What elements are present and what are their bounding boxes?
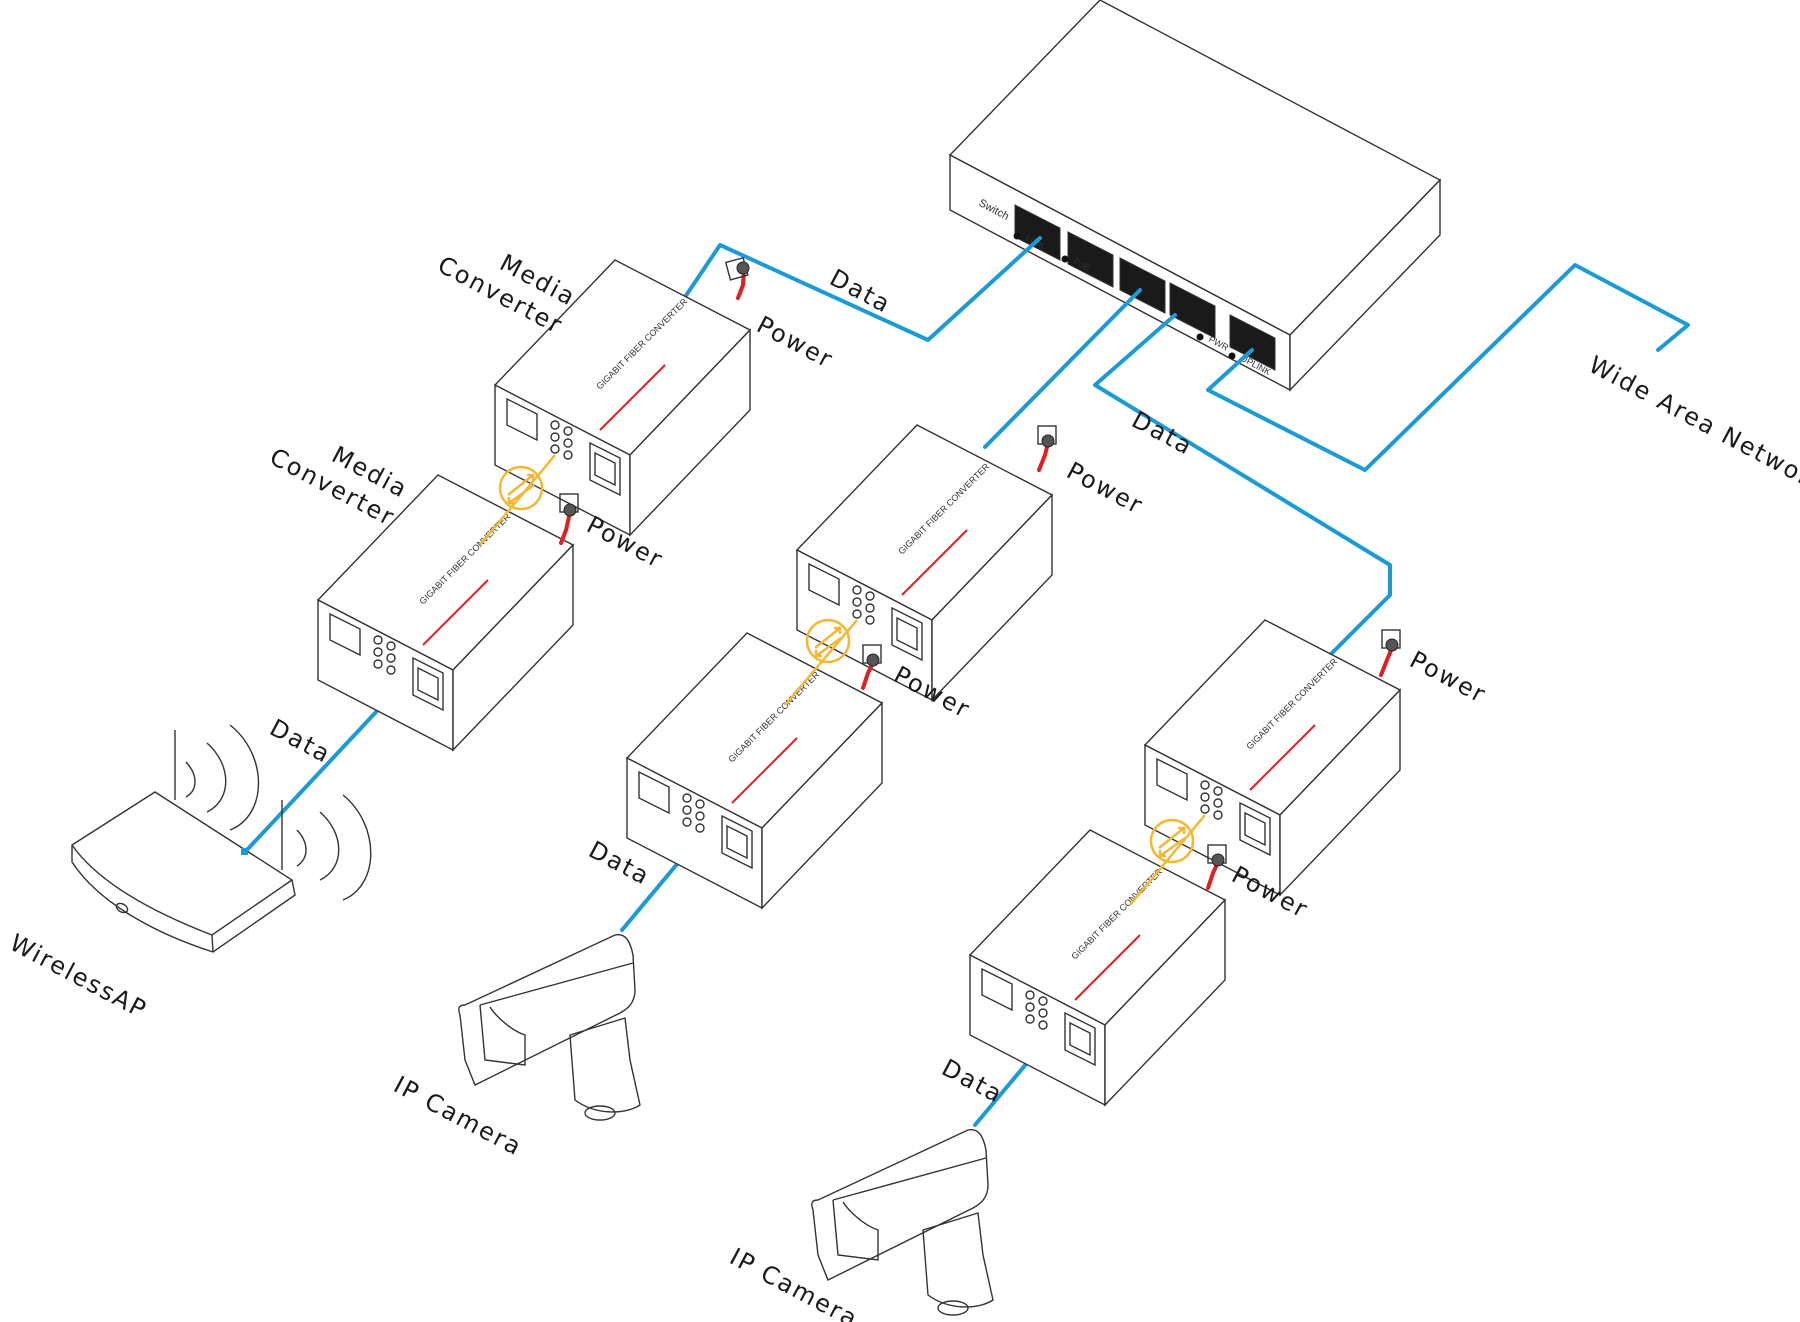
media-converter-2 <box>317 474 574 751</box>
data-link-switch-to-mc1 <box>681 236 1042 342</box>
data-link-switch-to-mc5 <box>1093 313 1392 657</box>
uplink-led <box>1228 352 1236 360</box>
label-data-ap: Data <box>265 714 336 769</box>
label-power-3: Power <box>1062 457 1148 520</box>
fiber-link-3 <box>1129 814 1206 906</box>
ip-camera-2 <box>811 1128 994 1316</box>
label-ip-camera-1: IP Camera <box>389 1071 527 1162</box>
link-led <box>1013 232 1021 240</box>
label-wireless-ap: WirelessAP <box>5 929 152 1025</box>
power-socket-5 <box>1379 629 1401 677</box>
switch-port-2[interactable] <box>1067 231 1114 288</box>
label-power-1: Power <box>752 311 838 374</box>
switch-port-1[interactable] <box>1014 204 1061 261</box>
power-socket-3 <box>1037 425 1057 472</box>
power-socket-4 <box>861 644 882 690</box>
wireless-ap <box>71 724 372 953</box>
fiber-link-2 <box>784 618 858 706</box>
label-data-cam2: Data <box>937 1054 1008 1109</box>
data-link-wan <box>1206 263 1690 472</box>
label-data-switch-mc5: Data <box>1127 406 1198 461</box>
media-converter-3 <box>796 424 1053 701</box>
power-socket-1 <box>724 256 750 300</box>
ap-data-port <box>241 848 248 855</box>
label-power-5: Power <box>1405 646 1491 709</box>
poe-led <box>1061 255 1069 263</box>
media-converter-5 <box>1144 619 1401 896</box>
media-converter-4 <box>626 632 883 909</box>
power-socket-6 <box>1206 844 1227 890</box>
power-socket-2 <box>559 493 579 545</box>
switch-uplink-port[interactable] <box>1229 314 1276 371</box>
data-link-switch-to-mc3 <box>983 288 1142 449</box>
fiber-link-1 <box>479 454 556 546</box>
switch-port-3[interactable] <box>1119 257 1166 314</box>
switch-port-4[interactable] <box>1169 282 1216 339</box>
pwr-led <box>1196 333 1204 341</box>
media-converter-6 <box>969 829 1226 1106</box>
switch: Switch LINK PoE PWR UPLINK <box>948 0 1442 392</box>
label-ip-camera-2: IP Camera <box>725 1243 863 1322</box>
label-wan: Wide Area Network <box>1584 351 1800 500</box>
ip-camera-1 <box>458 933 641 1121</box>
